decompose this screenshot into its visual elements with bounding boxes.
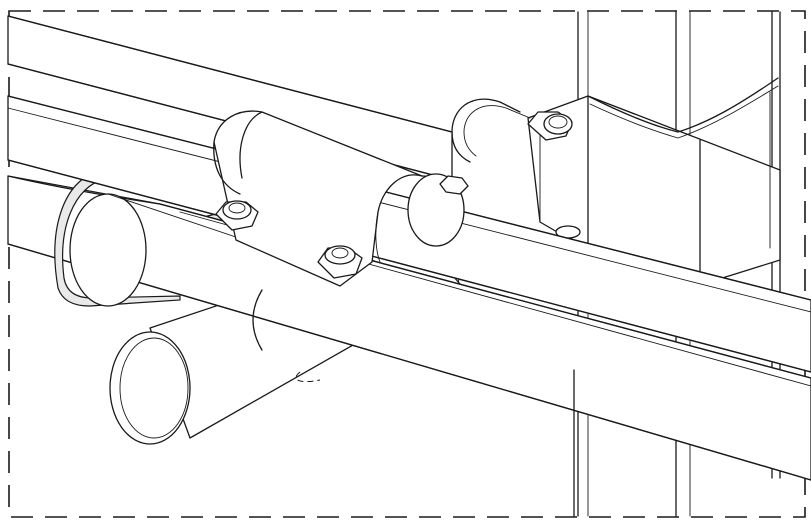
hex-nut-3 xyxy=(527,111,573,141)
hex-nut-4 xyxy=(439,175,469,195)
u-bolt-right xyxy=(451,98,531,163)
hex-nut-2 xyxy=(317,245,363,279)
u-bolt-left xyxy=(54,169,341,307)
hex-nut-1 xyxy=(215,200,259,231)
dashed-frame xyxy=(8,10,806,518)
lower-pipe xyxy=(7,175,811,517)
post-bracket xyxy=(527,77,781,286)
